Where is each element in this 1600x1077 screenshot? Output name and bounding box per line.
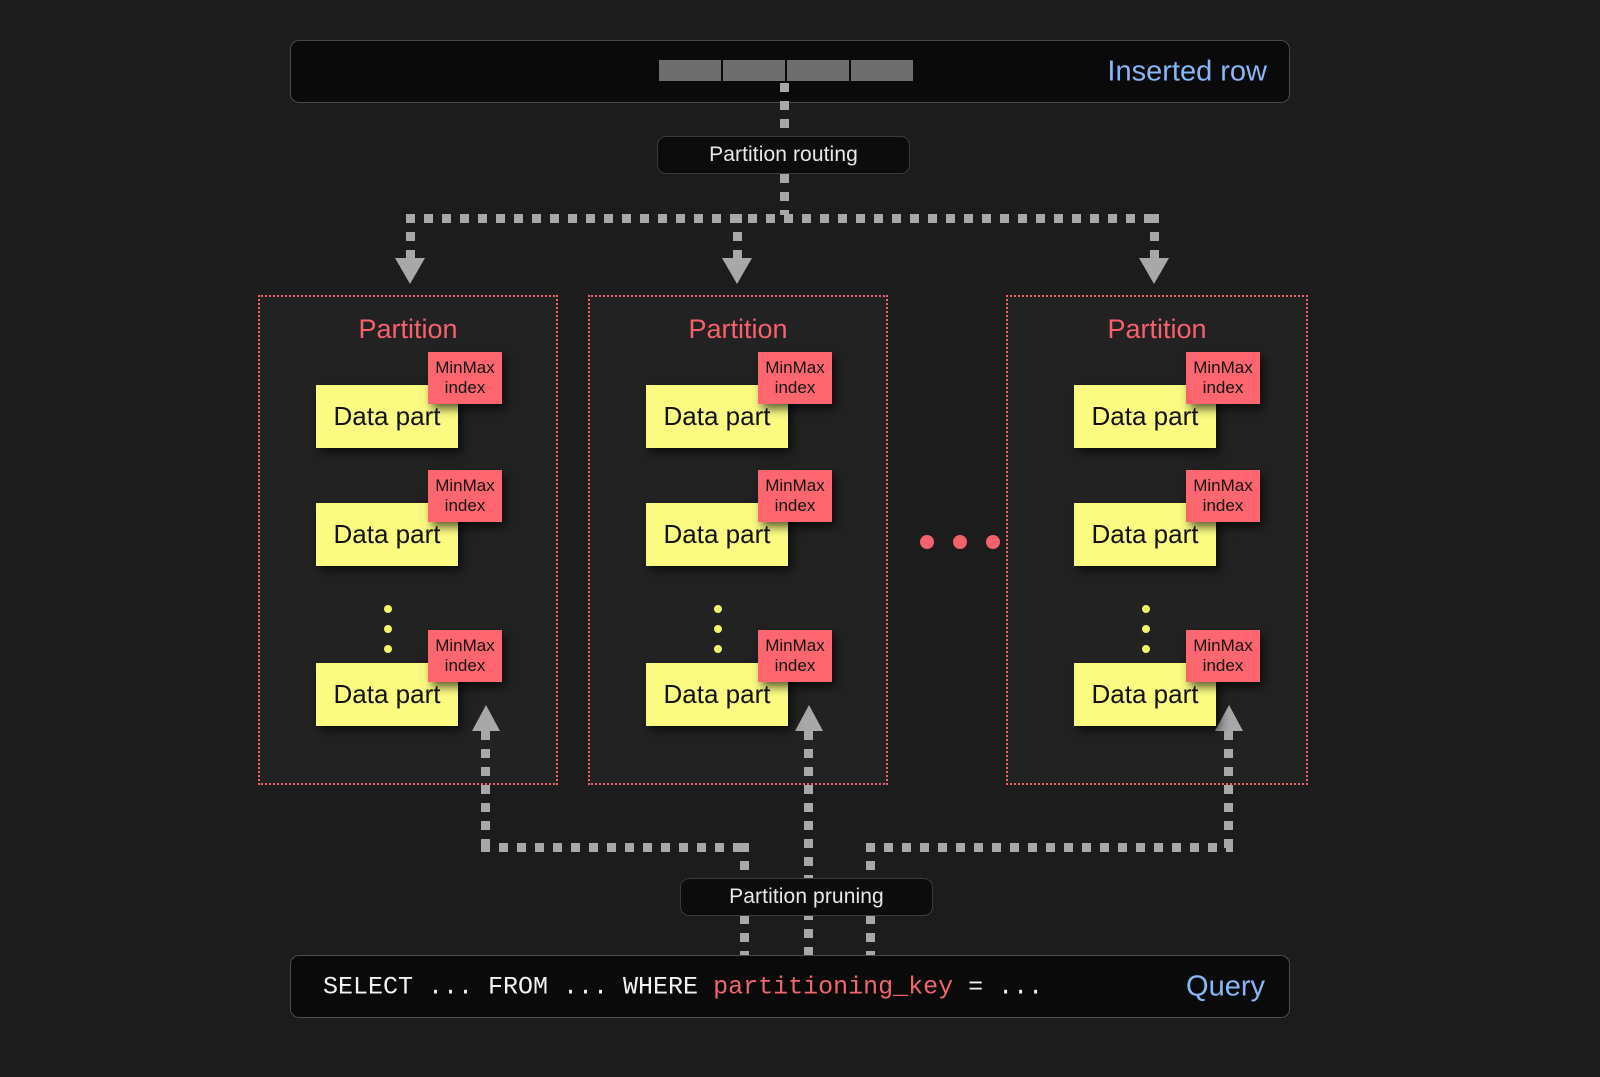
data-part-ellipsis (714, 605, 722, 653)
inserted-row-cells (659, 60, 913, 81)
row-cell (851, 60, 913, 81)
connector-drop-partition-1 (406, 214, 415, 266)
partition-title: Partition (358, 314, 458, 344)
connector-pruning-partition-1-vertical (481, 731, 490, 848)
data-part-ellipsis (384, 605, 392, 653)
connector-row-to-routing (780, 83, 789, 136)
row-cell (787, 60, 849, 81)
arrow-down-partition-2 (722, 258, 752, 284)
partition-title: Partition (1107, 314, 1207, 344)
partition-pruning-label: Partition pruning (729, 885, 884, 908)
data-part-box: Data part (316, 663, 458, 726)
arrow-down-partition-1 (395, 258, 425, 284)
partition-routing-label: Partition routing (709, 143, 858, 166)
arrow-up-partition-1 (472, 705, 500, 731)
arrow-up-partition-3 (1215, 705, 1243, 731)
connector-pruning-partition-3-horizontal (866, 843, 1233, 852)
connector-drop-partition-3 (1150, 214, 1159, 266)
data-part-ellipsis (1142, 605, 1150, 653)
connector-drop-partition-2 (733, 214, 742, 266)
arrow-down-partition-3 (1139, 258, 1169, 284)
sql-suffix: = ... (953, 972, 1044, 1001)
sql-prefix: SELECT ... FROM ... WHERE (323, 972, 714, 1001)
partition-pruning-pill[interactable]: Partition pruning (680, 878, 933, 916)
inserted-row-label: Inserted row (1107, 55, 1267, 87)
partition-routing-pill[interactable]: Partition routing (657, 136, 910, 174)
connector-pruning-partition-3-vertical (1224, 731, 1233, 848)
query-sql-text: SELECT ... FROM ... WHERE partitioning_k… (323, 972, 1043, 1001)
row-cell (723, 60, 785, 81)
connector-routing-bus (406, 214, 1158, 223)
query-label: Query (1186, 970, 1265, 1002)
partition-title: Partition (688, 314, 788, 344)
query-panel: SELECT ... FROM ... WHERE partitioning_k… (290, 955, 1290, 1018)
connector-pruning-partition-2-vertical (804, 731, 813, 955)
inserted-row-panel: Inserted row (290, 40, 1290, 103)
partition-ellipsis (920, 535, 1000, 549)
connector-routing-to-bus (780, 174, 789, 215)
connector-pruning-partition-1-horizontal (481, 843, 749, 852)
row-cell (659, 60, 721, 81)
arrow-up-partition-2 (795, 705, 823, 731)
sql-partitioning-key: partitioning_key (713, 972, 954, 1001)
